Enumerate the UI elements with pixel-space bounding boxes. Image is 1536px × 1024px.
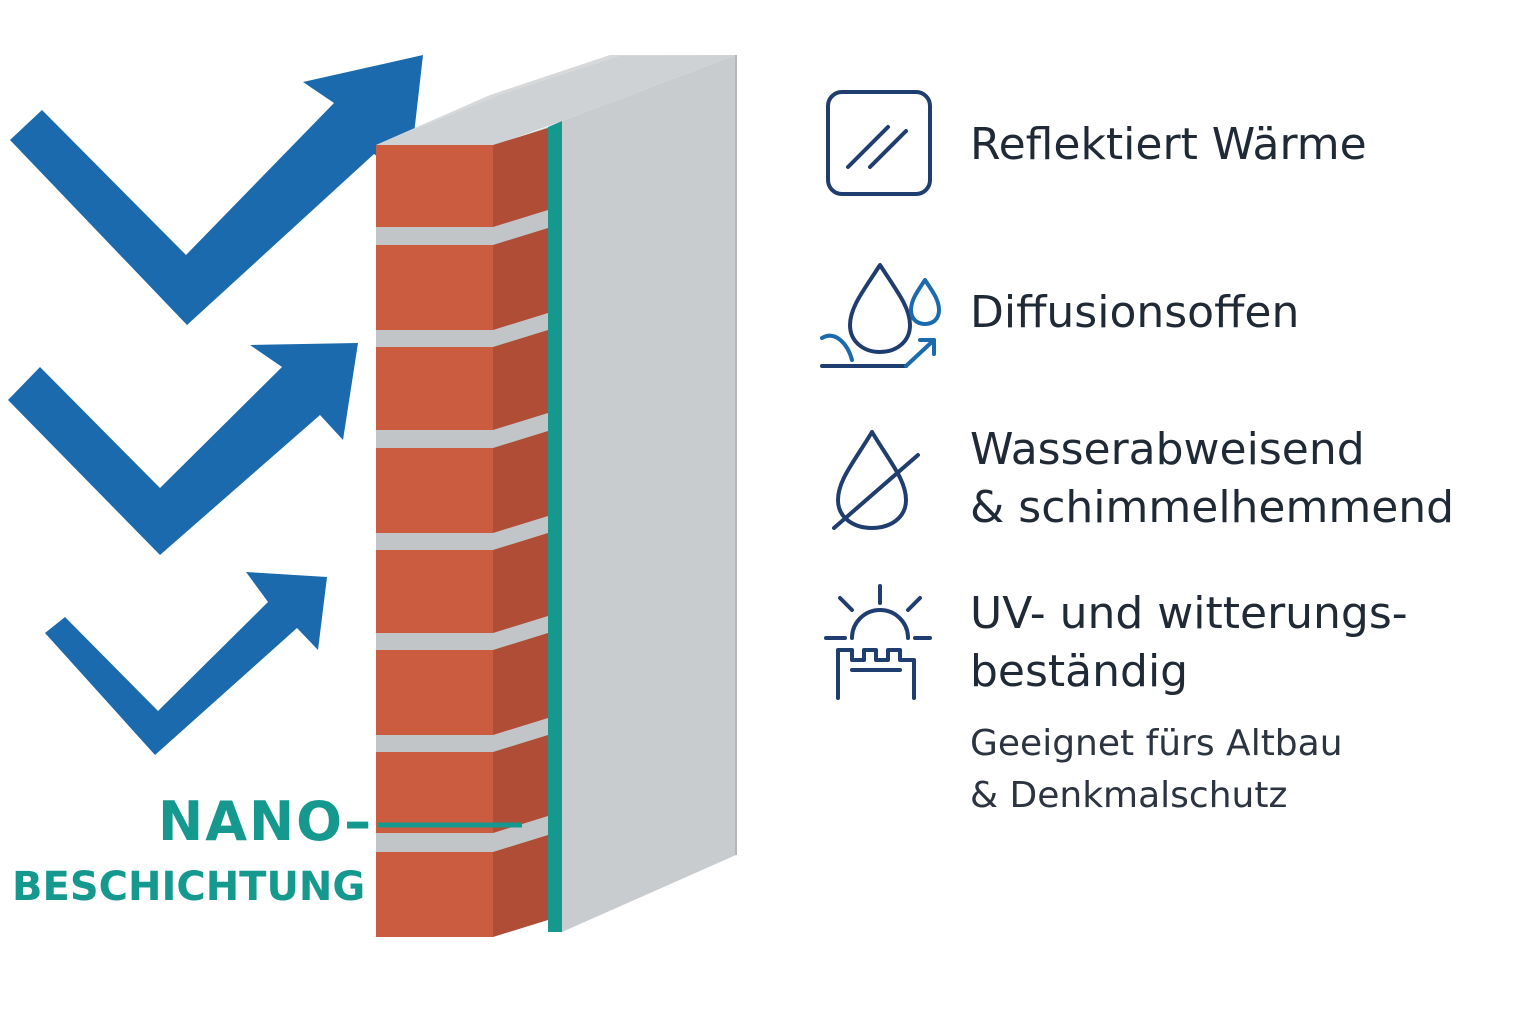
brick-front-2 — [376, 245, 493, 330]
feature-diffusion-text: Diffusionsoffen — [970, 284, 1299, 342]
brick-side-4 — [493, 431, 548, 533]
suitability-note-line-1: Geeignet fürs Altbau — [970, 723, 1343, 764]
feature-reflect-text: Reflektiert Wärme — [970, 116, 1367, 174]
wall-grey-face — [562, 55, 736, 932]
wall-top-face-light — [376, 55, 736, 146]
suitability-note-line-2: & Denkmalschutz — [970, 775, 1288, 816]
brick-front-6 — [376, 650, 493, 735]
brick-side-7 — [493, 735, 548, 833]
feature-water-repellent-text: Wasserabweisend & schimmelhemmend — [970, 421, 1454, 537]
feature-water-line-2: & schimmelhemmend — [970, 482, 1455, 533]
reflect-icon — [826, 90, 932, 196]
brick-side-3 — [493, 330, 548, 430]
brick-side-2 — [493, 228, 548, 330]
brick-front-8 — [376, 852, 493, 937]
brick-side-1 — [493, 128, 548, 227]
brick-side-face — [493, 127, 548, 937]
brick-rows — [376, 128, 548, 937]
reflection-arrows — [8, 55, 423, 755]
brick-front-3 — [376, 347, 493, 430]
wall-block — [376, 55, 737, 932]
reflection-arrow-bottom — [45, 572, 327, 755]
nano-label-line-2: BESCHICHTUNG — [12, 864, 366, 910]
feature-water-line-1: Wasserabweisend — [970, 424, 1365, 475]
brick-front-5 — [376, 550, 493, 633]
feature-reflect-line-1: Reflektiert Wärme — [970, 119, 1367, 170]
feature-uv-line-1: UV- und witterungs- — [970, 588, 1408, 639]
feature-uv-text: UV- und witterungs- beständig — [970, 585, 1408, 701]
suitability-note: Geeignet fürs Altbau & Denkmalschutz — [970, 718, 1343, 822]
brick-front-1 — [376, 145, 493, 227]
reflection-arrow-top — [10, 55, 423, 325]
brick-front-7 — [376, 752, 493, 833]
diffusion-droplets-icon — [820, 263, 941, 368]
brick-side-6 — [493, 633, 548, 735]
nano-label-line-1: NANO– — [158, 790, 374, 853]
brick-side-5 — [493, 533, 548, 633]
feature-uv-line-2: beständig — [970, 646, 1189, 697]
brick-front-4 — [376, 448, 493, 533]
water-repellent-icon — [832, 430, 920, 530]
brick-side-8 — [493, 835, 548, 937]
nano-coating-strip — [548, 121, 562, 932]
sun-building-icon — [824, 584, 932, 700]
feature-diffusion-line-1: Diffusionsoffen — [970, 287, 1300, 338]
reflection-arrow-middle — [8, 343, 358, 555]
